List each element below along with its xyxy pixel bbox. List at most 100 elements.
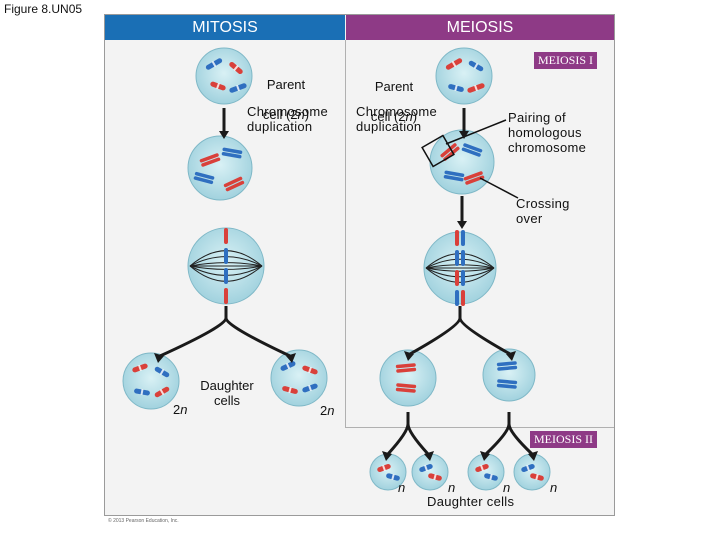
arrow-icon (382, 451, 392, 461)
chromosome-icon (229, 61, 243, 75)
chromosome-icon (224, 228, 228, 244)
cell-icon (513, 453, 551, 491)
pairing-highlight-box (421, 134, 455, 168)
arrow-icon (386, 412, 410, 456)
chromosome-icon (193, 171, 215, 185)
chromosome-icon (282, 386, 298, 394)
chromosome-icon (443, 170, 465, 182)
chromosome-icon (496, 361, 518, 371)
haploid-n-3: n (503, 480, 511, 495)
chromosome-icon (377, 463, 391, 473)
cells-layer (122, 47, 551, 491)
meiosis-one-tag: MEIOSIS I (534, 52, 598, 69)
copyright: © 2013 Pearson Education, Inc. (108, 518, 179, 524)
arrow-icon (457, 221, 467, 229)
chromosome-icon (134, 388, 150, 396)
arrow-icon (159, 306, 228, 358)
chromosome-icon (199, 153, 221, 167)
chromosome-icon (463, 171, 485, 185)
mitosis-duplication-label: Chromosome duplication (247, 104, 329, 134)
cell-icon (467, 453, 505, 491)
arrow-icon (406, 423, 430, 456)
meiosis-header: MEIOSIS (346, 15, 614, 40)
connector-layer (154, 108, 538, 461)
arrow-icon (404, 351, 414, 361)
haploid-n-2: n (448, 480, 456, 495)
chromosome-icon (386, 473, 400, 481)
chromosome-icon (448, 84, 464, 92)
chromosome-icon (205, 58, 223, 70)
mitosis-parent-label: Parent cell (2n) (250, 62, 322, 137)
chromosome-icon (224, 288, 228, 304)
arrow-icon (154, 353, 164, 363)
haploid-n-1: n (398, 480, 406, 495)
cell-icon (122, 352, 180, 410)
arrow-icon (409, 306, 462, 356)
chromosome-icon (461, 143, 483, 157)
figure-label: Figure 8.UN05 (4, 2, 83, 16)
arrow-icon (507, 423, 534, 456)
meiosis-duplication-label: Chromosome duplication (356, 104, 438, 134)
pointer-line (445, 119, 507, 145)
haploid-n-4: n (550, 480, 558, 495)
chromosome-icon (521, 463, 535, 473)
parent-label-line2: cell (2n) (262, 107, 310, 122)
cell-icon (270, 349, 328, 407)
cell-icon (195, 47, 253, 105)
chromosome-icon (455, 230, 465, 246)
mitosis-header: MITOSIS (105, 15, 345, 40)
chromosome-icon (154, 366, 170, 378)
mitosis-daughter-label: Daughter cells (200, 378, 254, 408)
meiosis-two-tag: MEIOSIS II (530, 431, 597, 448)
meiosis-two-divider (345, 427, 614, 428)
chromosome-icon (229, 83, 247, 93)
chromosome-icon (221, 147, 243, 159)
chromosome-icon (440, 143, 460, 161)
crossing-over-label: Crossing over (516, 196, 570, 226)
chromosome-icon (428, 473, 442, 481)
spindle-icon (425, 253, 495, 283)
meiosis-daughter-label: Daughter cells (427, 494, 515, 509)
cell-icon (379, 349, 437, 407)
ploidy-2n-right: 2n (320, 403, 335, 418)
arrow-icon (480, 451, 490, 461)
cell-icon (435, 47, 493, 105)
cell-icon (482, 348, 536, 402)
chromosome-icon (419, 463, 433, 473)
chromosome-icon (132, 363, 148, 373)
chromosome-icon (445, 58, 463, 70)
chromosome-icon (530, 473, 544, 481)
chromosome-icon (280, 361, 296, 371)
arrow-icon (224, 317, 291, 358)
arrow-icon (484, 412, 511, 456)
chromosome-icon (455, 290, 465, 306)
chromosome-icon (484, 473, 498, 481)
chromosome-icon (496, 379, 518, 389)
chromosome-icon (467, 83, 485, 93)
parent-label-line1: Parent (266, 77, 306, 92)
parent-label-line2: cell (2n) (370, 109, 418, 124)
arrow-icon (458, 317, 511, 356)
arrow-icon (424, 451, 434, 461)
cell-icon (187, 135, 253, 201)
chromosome-icon (210, 81, 226, 91)
chromosome-icon (468, 60, 484, 72)
arrow-icon (528, 451, 538, 461)
arrow-icon (459, 131, 469, 139)
pairing-label: Pairing of homologous chromosome (508, 110, 587, 155)
chromosome-icon (302, 383, 318, 393)
chromosome-icon (455, 250, 465, 266)
arrow-icon (506, 351, 516, 361)
chromosome-icon (395, 363, 417, 373)
chromosome-icon (302, 365, 318, 375)
meiosis-parent-label: Parent cell (2n) (358, 64, 430, 139)
arrow-icon (286, 353, 296, 363)
chromosome-icon (223, 176, 245, 192)
pointer-line (479, 177, 519, 199)
parent-label-line1: Parent (374, 79, 414, 94)
chromosome-icon (154, 386, 170, 398)
ploidy-2n-left: 2n (173, 402, 188, 417)
chromosome-icon (395, 383, 417, 393)
chromosome-icon (455, 270, 465, 286)
